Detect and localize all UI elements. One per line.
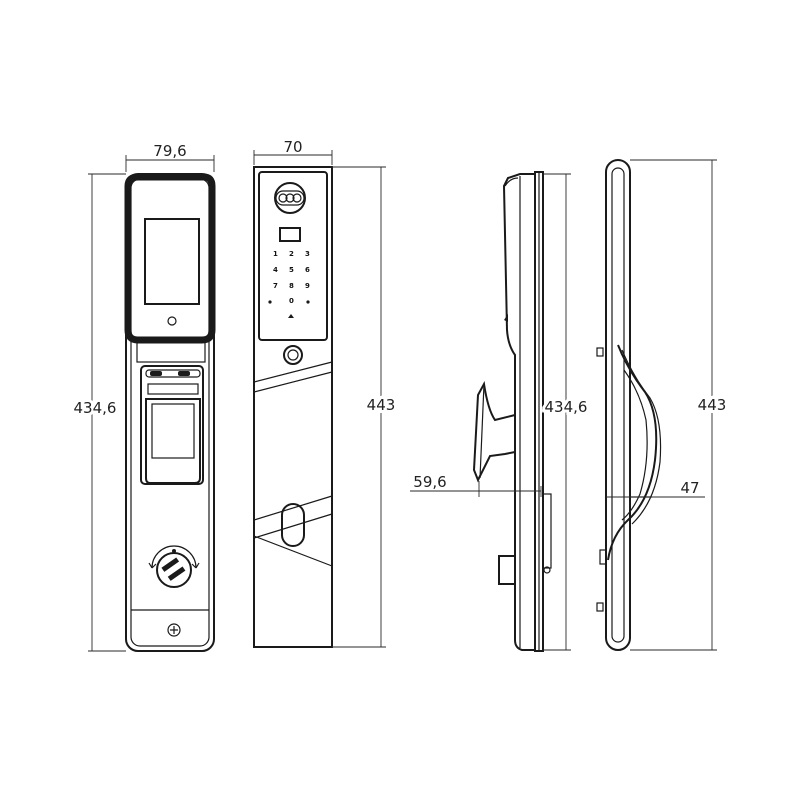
edge-pin-top <box>596 347 604 357</box>
front-camera-icon <box>167 316 177 326</box>
back-thumb-knob <box>283 345 303 365</box>
key-4: 4 <box>273 266 278 274</box>
back-card-reader <box>279 227 301 242</box>
side-body-profile <box>502 173 536 651</box>
key-6: 6 <box>305 266 310 274</box>
side-dimensions: 434,6 59,6 <box>410 173 590 651</box>
back-height-label: 443 <box>367 396 396 414</box>
back-lens-3 <box>292 193 302 203</box>
key-bell-icon <box>288 314 294 318</box>
back-cylinder-slot <box>281 503 305 547</box>
front-indicator-led-left <box>150 371 162 376</box>
back-view: 1 2 3 4 5 6 7 8 9 0 <box>253 166 333 648</box>
edge-handle-depth-label: 47 <box>680 479 699 497</box>
key-5: 5 <box>289 266 294 274</box>
front-indicator-led-right <box>178 371 190 376</box>
key-2: 2 <box>289 250 294 258</box>
edge-pin-bottom <box>596 602 604 612</box>
key-7: 7 <box>273 282 278 290</box>
back-keypad-panel <box>258 171 328 341</box>
key-1: 1 <box>273 250 278 258</box>
front-height-label: 434,6 <box>74 399 117 417</box>
key-hash-icon <box>306 300 310 304</box>
front-handle-plate <box>145 398 201 484</box>
side-height-label: 434,6 <box>545 398 588 416</box>
key-3: 3 <box>305 250 310 258</box>
front-width-label: 79,6 <box>153 142 186 160</box>
side-bolt-plate <box>542 493 552 569</box>
side-view <box>472 171 552 652</box>
front-slot-upper <box>147 383 199 395</box>
side-latch-block <box>498 555 516 585</box>
key-9: 9 <box>305 282 310 290</box>
edge-handle-profile <box>607 344 658 561</box>
front-thumb-turn <box>148 545 200 588</box>
front-screen <box>144 218 200 305</box>
edge-pin-mid <box>599 549 607 565</box>
edge-height-label: 443 <box>698 396 727 414</box>
edge-view <box>596 159 662 651</box>
front-handle-recess <box>151 403 195 459</box>
front-dimensions: 79,6 434,6 <box>71 142 215 652</box>
edge-outer-body <box>605 159 631 651</box>
back-keypad: 1 2 3 4 5 6 7 8 9 0 <box>268 250 310 318</box>
front-indicator-strip <box>145 369 201 378</box>
back-body <box>253 166 333 648</box>
front-view <box>124 173 216 652</box>
back-camera-lens-group <box>275 190 305 206</box>
key-8: 8 <box>289 282 294 290</box>
back-width-label: 70 <box>283 138 302 156</box>
side-handle-projection-label: 59,6 <box>413 473 446 491</box>
edge-dimensions: 443 47 <box>606 159 729 651</box>
key-0: 0 <box>289 297 294 305</box>
key-star-icon <box>268 300 272 304</box>
back-lens-2 <box>285 193 295 203</box>
edge-inner-body <box>611 167 625 643</box>
back-camera-ring <box>274 182 306 214</box>
front-screw-icon <box>167 623 181 637</box>
front-neck <box>136 339 206 363</box>
back-dimensions: 70 443 <box>253 138 398 648</box>
back-lens-1 <box>278 193 288 203</box>
